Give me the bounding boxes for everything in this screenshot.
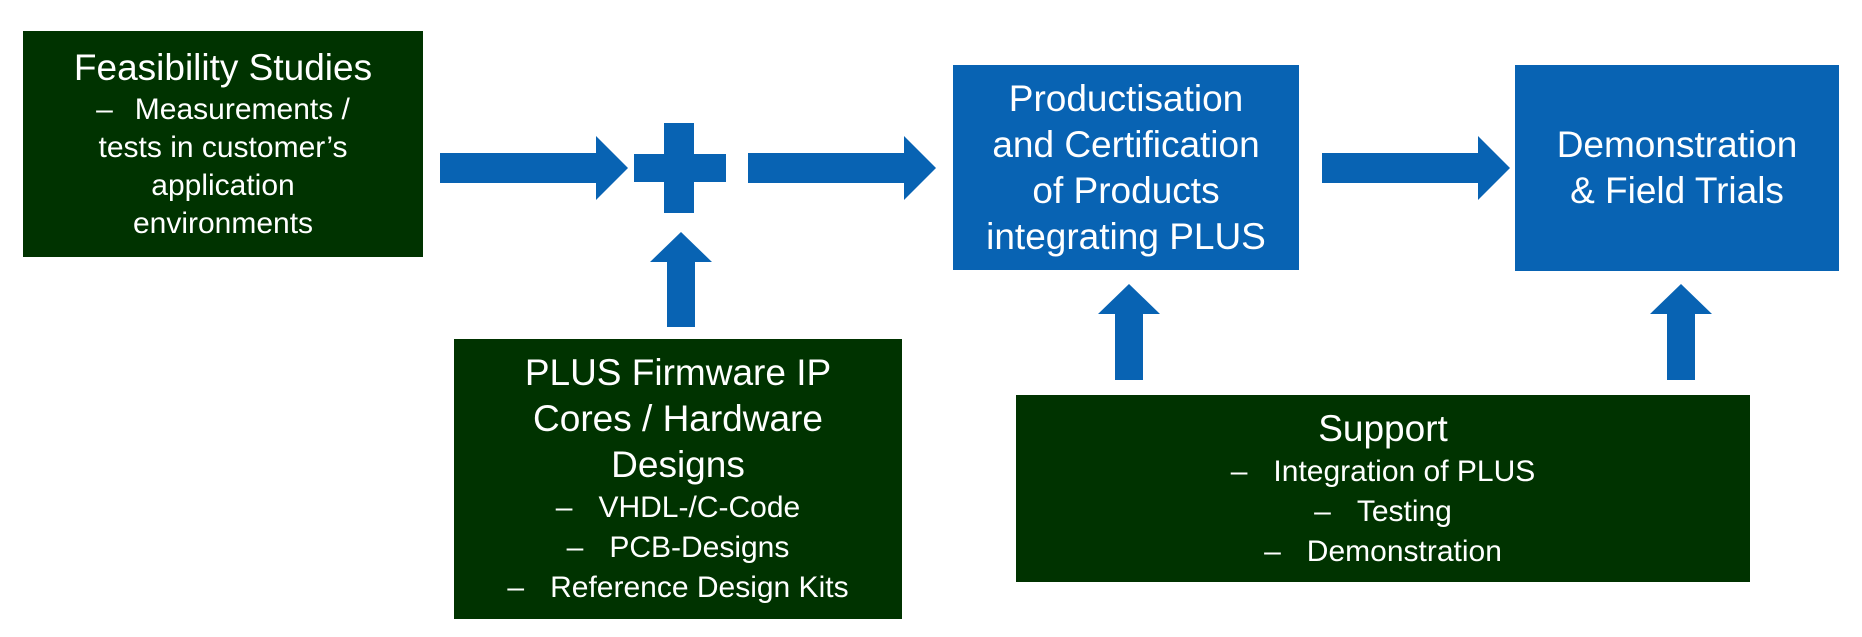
support-title: Support xyxy=(1318,407,1448,449)
arrow-right-icon xyxy=(748,136,936,200)
firmware-title-line: Cores / Hardware xyxy=(533,398,823,439)
dash-bullet: – xyxy=(1314,494,1331,528)
plus-icon-bar xyxy=(634,154,726,182)
support-item-text: Demonstration xyxy=(1306,534,1502,568)
firmware-item: –PCB-Designs xyxy=(567,528,790,568)
productisation-box: Productisation and Certification of Prod… xyxy=(953,65,1299,270)
dash-bullet: – xyxy=(555,491,573,524)
dash-bullet: – xyxy=(507,571,525,604)
firmware-item-text: PCB-Designs xyxy=(609,531,790,564)
arrow-up-icon xyxy=(650,232,712,327)
demonstration-title-line: Demonstration xyxy=(1556,124,1798,165)
feasibility-title: Feasibility Studies xyxy=(73,47,373,88)
dash-bullet: – xyxy=(96,93,113,126)
dash-bullet: – xyxy=(1230,454,1248,488)
firmware-item-text: VHDL-/C-Code xyxy=(598,491,801,524)
firmware-item: –Reference Design Kits xyxy=(507,568,848,608)
productisation-title-line: of Products xyxy=(1032,169,1220,211)
support-item: –Integration of PLUS xyxy=(1231,452,1536,492)
arrow-up-icon xyxy=(1098,284,1160,380)
firmware-title-line: Designs xyxy=(611,444,745,485)
support-item-text: Integration of PLUS xyxy=(1273,454,1536,488)
demonstration-title-line: & Field Trials xyxy=(1570,170,1784,211)
dash-bullet: – xyxy=(1264,534,1281,568)
productisation-title-line: and Certification xyxy=(992,123,1260,165)
support-box: Support –Integration of PLUS –Testing –D… xyxy=(1016,395,1750,582)
firmware-title-line: PLUS Firmware IP xyxy=(524,352,832,393)
support-item-text: Testing xyxy=(1356,494,1452,528)
feasibility-studies-box: Feasibility Studies –Measurements / test… xyxy=(23,31,423,257)
feasibility-item: –Measurements / tests in customer’s appl… xyxy=(68,91,378,243)
arrow-right-icon xyxy=(1322,136,1510,200)
dash-bullet: – xyxy=(566,531,584,564)
productisation-title-line: integrating PLUS xyxy=(986,215,1266,257)
demonstration-box: Demonstration & Field Trials xyxy=(1515,65,1839,271)
productisation-title-line: Productisation xyxy=(1008,77,1244,119)
firmware-box: PLUS Firmware IP Cores / Hardware Design… xyxy=(454,339,902,619)
firmware-item: –VHDL-/C-Code xyxy=(556,488,800,528)
arrow-right-icon xyxy=(440,136,628,200)
firmware-item-text: Reference Design Kits xyxy=(550,571,849,604)
feasibility-item-text: Measurements / tests in customer’s appli… xyxy=(98,93,350,240)
support-item: –Testing xyxy=(1314,492,1452,532)
arrow-up-icon xyxy=(1650,284,1712,380)
support-item: –Demonstration xyxy=(1264,532,1502,572)
